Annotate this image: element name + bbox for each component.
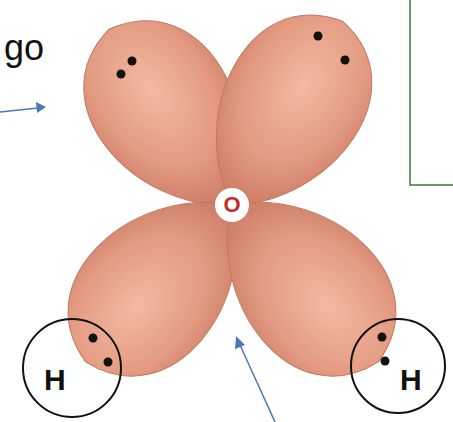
- oxygen-atom: O: [215, 188, 249, 222]
- note-box: [410, 0, 453, 185]
- atom-symbol: O: [223, 194, 240, 216]
- hydrogen-atom: H: [22, 318, 122, 418]
- atom-symbol: H: [44, 365, 66, 395]
- text-fragment: go: [4, 30, 44, 66]
- orbital-lobes: [35, 0, 430, 410]
- hydrogen-atom: H: [350, 318, 446, 414]
- blue-arrows: [0, 102, 275, 422]
- atom-symbol: H: [400, 365, 422, 395]
- electron-pairs: [89, 32, 390, 367]
